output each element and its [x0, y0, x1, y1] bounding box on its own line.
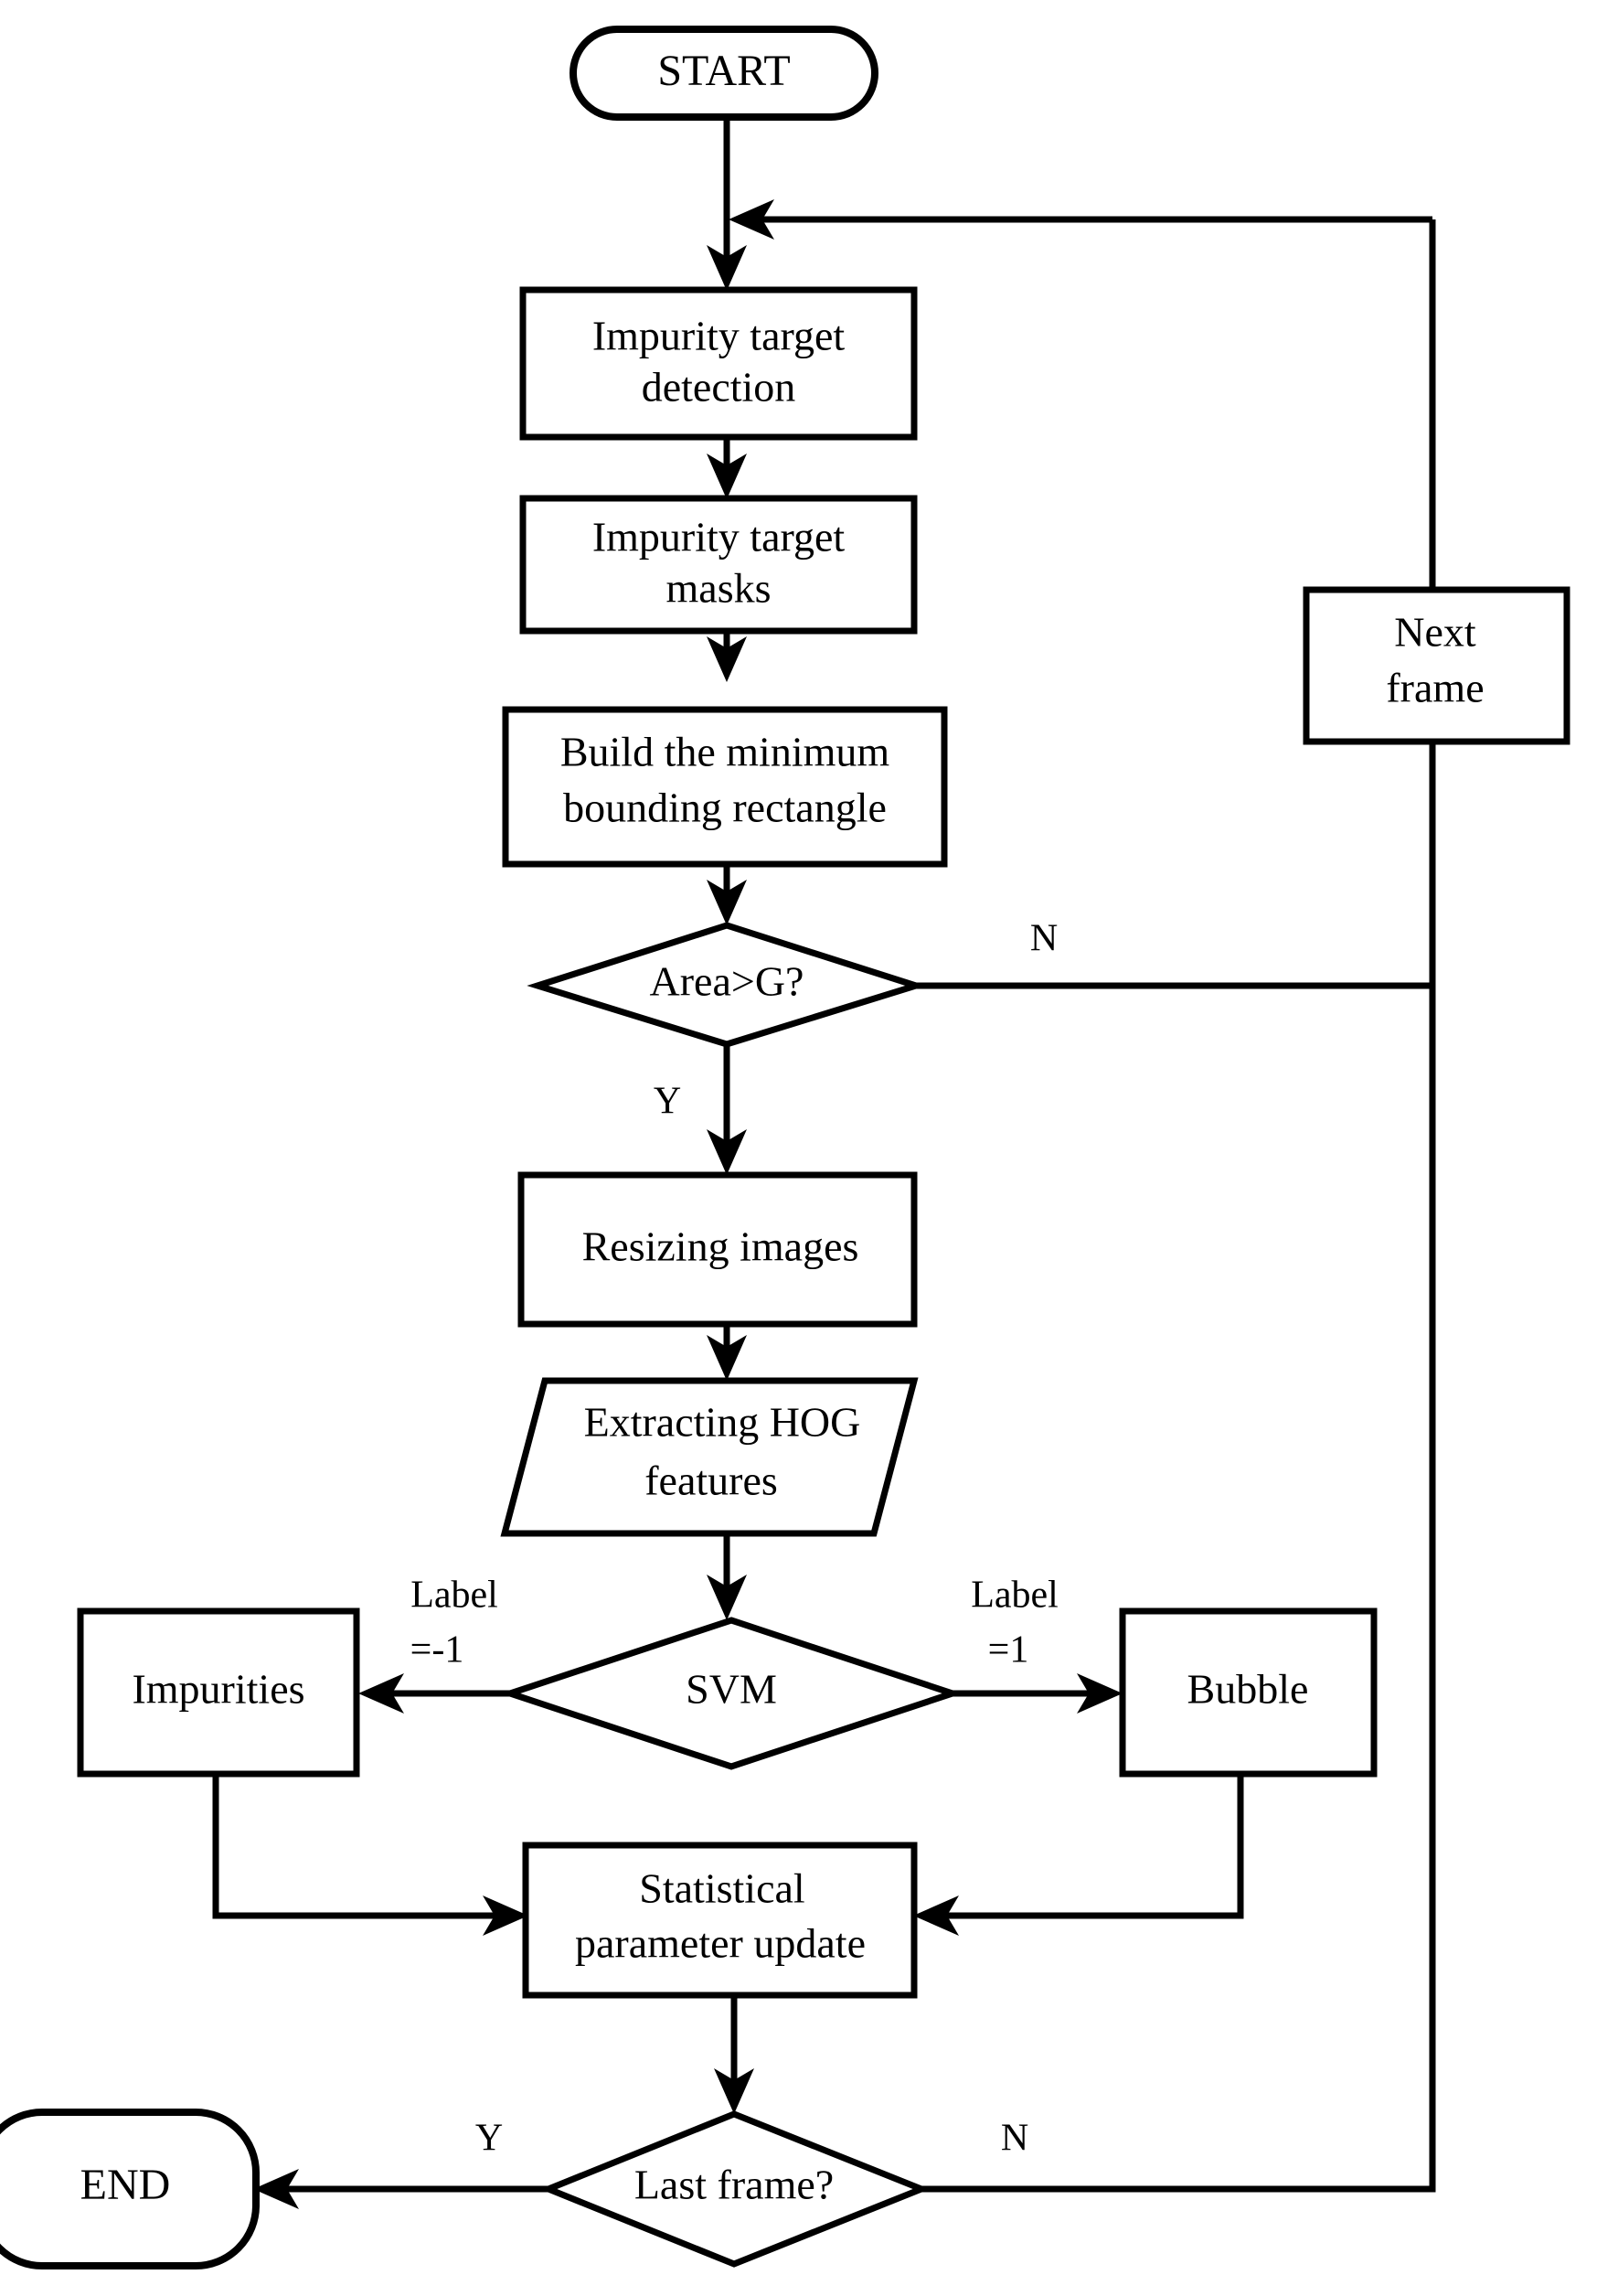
edge-svm-to-bubble — [953, 1673, 1123, 1714]
edge-start-to-detection — [707, 117, 747, 291]
node-last-frame-decision-label: Last frame? — [634, 2162, 834, 2208]
edge-impurities-to-statistical — [212, 1774, 528, 1936]
edge-label-area-yes: Y — [654, 1081, 681, 1123]
node-next-frame[interactable]: Next frame — [1303, 586, 1570, 745]
node-svm-decision-label: SVM — [686, 1666, 777, 1713]
node-start-label: START — [657, 47, 790, 95]
node-statistical-update-label-line2: parameter update — [575, 1920, 866, 1967]
edge-label-svm-left-line1: Label — [410, 1575, 498, 1617]
edge-hog-to-svm — [707, 1533, 747, 1620]
node-impurities-label: Impurities — [132, 1666, 304, 1713]
node-start[interactable]: START — [569, 26, 878, 121]
node-end[interactable]: END — [0, 2109, 260, 2269]
edge-svm-to-impurities — [358, 1673, 510, 1714]
node-statistical-update-label-line1: Statistical — [639, 1865, 804, 1912]
edge-label-last-frame-no: N — [1001, 2118, 1028, 2160]
edge-label-svm-right-line1: Label — [971, 1575, 1059, 1617]
node-bounding-rectangle[interactable]: Build the minimum bounding rectangle — [502, 706, 948, 868]
node-impurity-masks-label-line2: masks — [666, 565, 772, 612]
node-area-decision-label: Area>G? — [650, 958, 804, 1005]
node-bounding-rectangle-label-line1: Build the minimum — [560, 729, 890, 775]
edge-label-area-no: N — [1030, 918, 1058, 960]
node-last-frame-decision[interactable]: Last frame? — [539, 2110, 931, 2268]
node-impurities[interactable]: Impurities — [77, 1607, 360, 1778]
node-svm-decision[interactable]: SVM — [499, 1617, 963, 1770]
node-bubble[interactable]: Bubble — [1119, 1607, 1378, 1778]
edge-lastframe-yes-to-end — [253, 2169, 548, 2209]
node-statistical-update[interactable]: Statistical parameter update — [522, 1842, 918, 1999]
edge-label-last-frame-yes: Y — [475, 2118, 503, 2160]
edge-area-yes-to-resizing — [707, 1044, 747, 1175]
node-resizing-images[interactable]: Resizing images — [517, 1171, 918, 1328]
node-impurity-masks[interactable]: Impurity target masks — [519, 495, 918, 635]
node-bubble-label: Bubble — [1187, 1666, 1309, 1713]
node-end-label: END — [80, 2161, 171, 2209]
node-hog-features[interactable]: Extracting HOG features — [500, 1377, 919, 1537]
edge-detection-to-masks — [707, 437, 747, 499]
edge-bounding-to-area — [707, 864, 747, 925]
node-impurity-detection-label-line2: detection — [642, 364, 796, 411]
node-hog-features-label-line1: Extracting HOG — [584, 1399, 861, 1446]
node-hog-features-label-line2: features — [644, 1458, 778, 1504]
node-next-frame-label-line2: frame — [1386, 665, 1484, 711]
node-bounding-rectangle-label-line2: bounding rectangle — [563, 785, 887, 831]
edge-bubble-to-statistical — [913, 1774, 1244, 1936]
edge-masks-to-bounding — [707, 631, 747, 682]
edge-label-svm-left-line2: =-1 — [410, 1629, 464, 1671]
edge-statistical-to-lastframe — [714, 1995, 754, 2114]
edge-resizing-to-hog — [707, 1324, 747, 1381]
node-impurity-detection[interactable]: Impurity target detection — [519, 286, 918, 441]
edge-label-svm-right-line2: =1 — [988, 1629, 1029, 1671]
node-area-decision[interactable]: Area>G? — [527, 922, 927, 1048]
node-resizing-images-label: Resizing images — [582, 1223, 859, 1270]
edge-return-to-top — [729, 199, 1432, 240]
node-next-frame-label-line1: Next — [1394, 609, 1476, 656]
node-impurity-masks-label-line1: Impurity target — [592, 514, 846, 561]
node-impurity-detection-label-line1: Impurity target — [592, 313, 846, 359]
edge-lastframe-no-to-riser — [921, 986, 1436, 2193]
